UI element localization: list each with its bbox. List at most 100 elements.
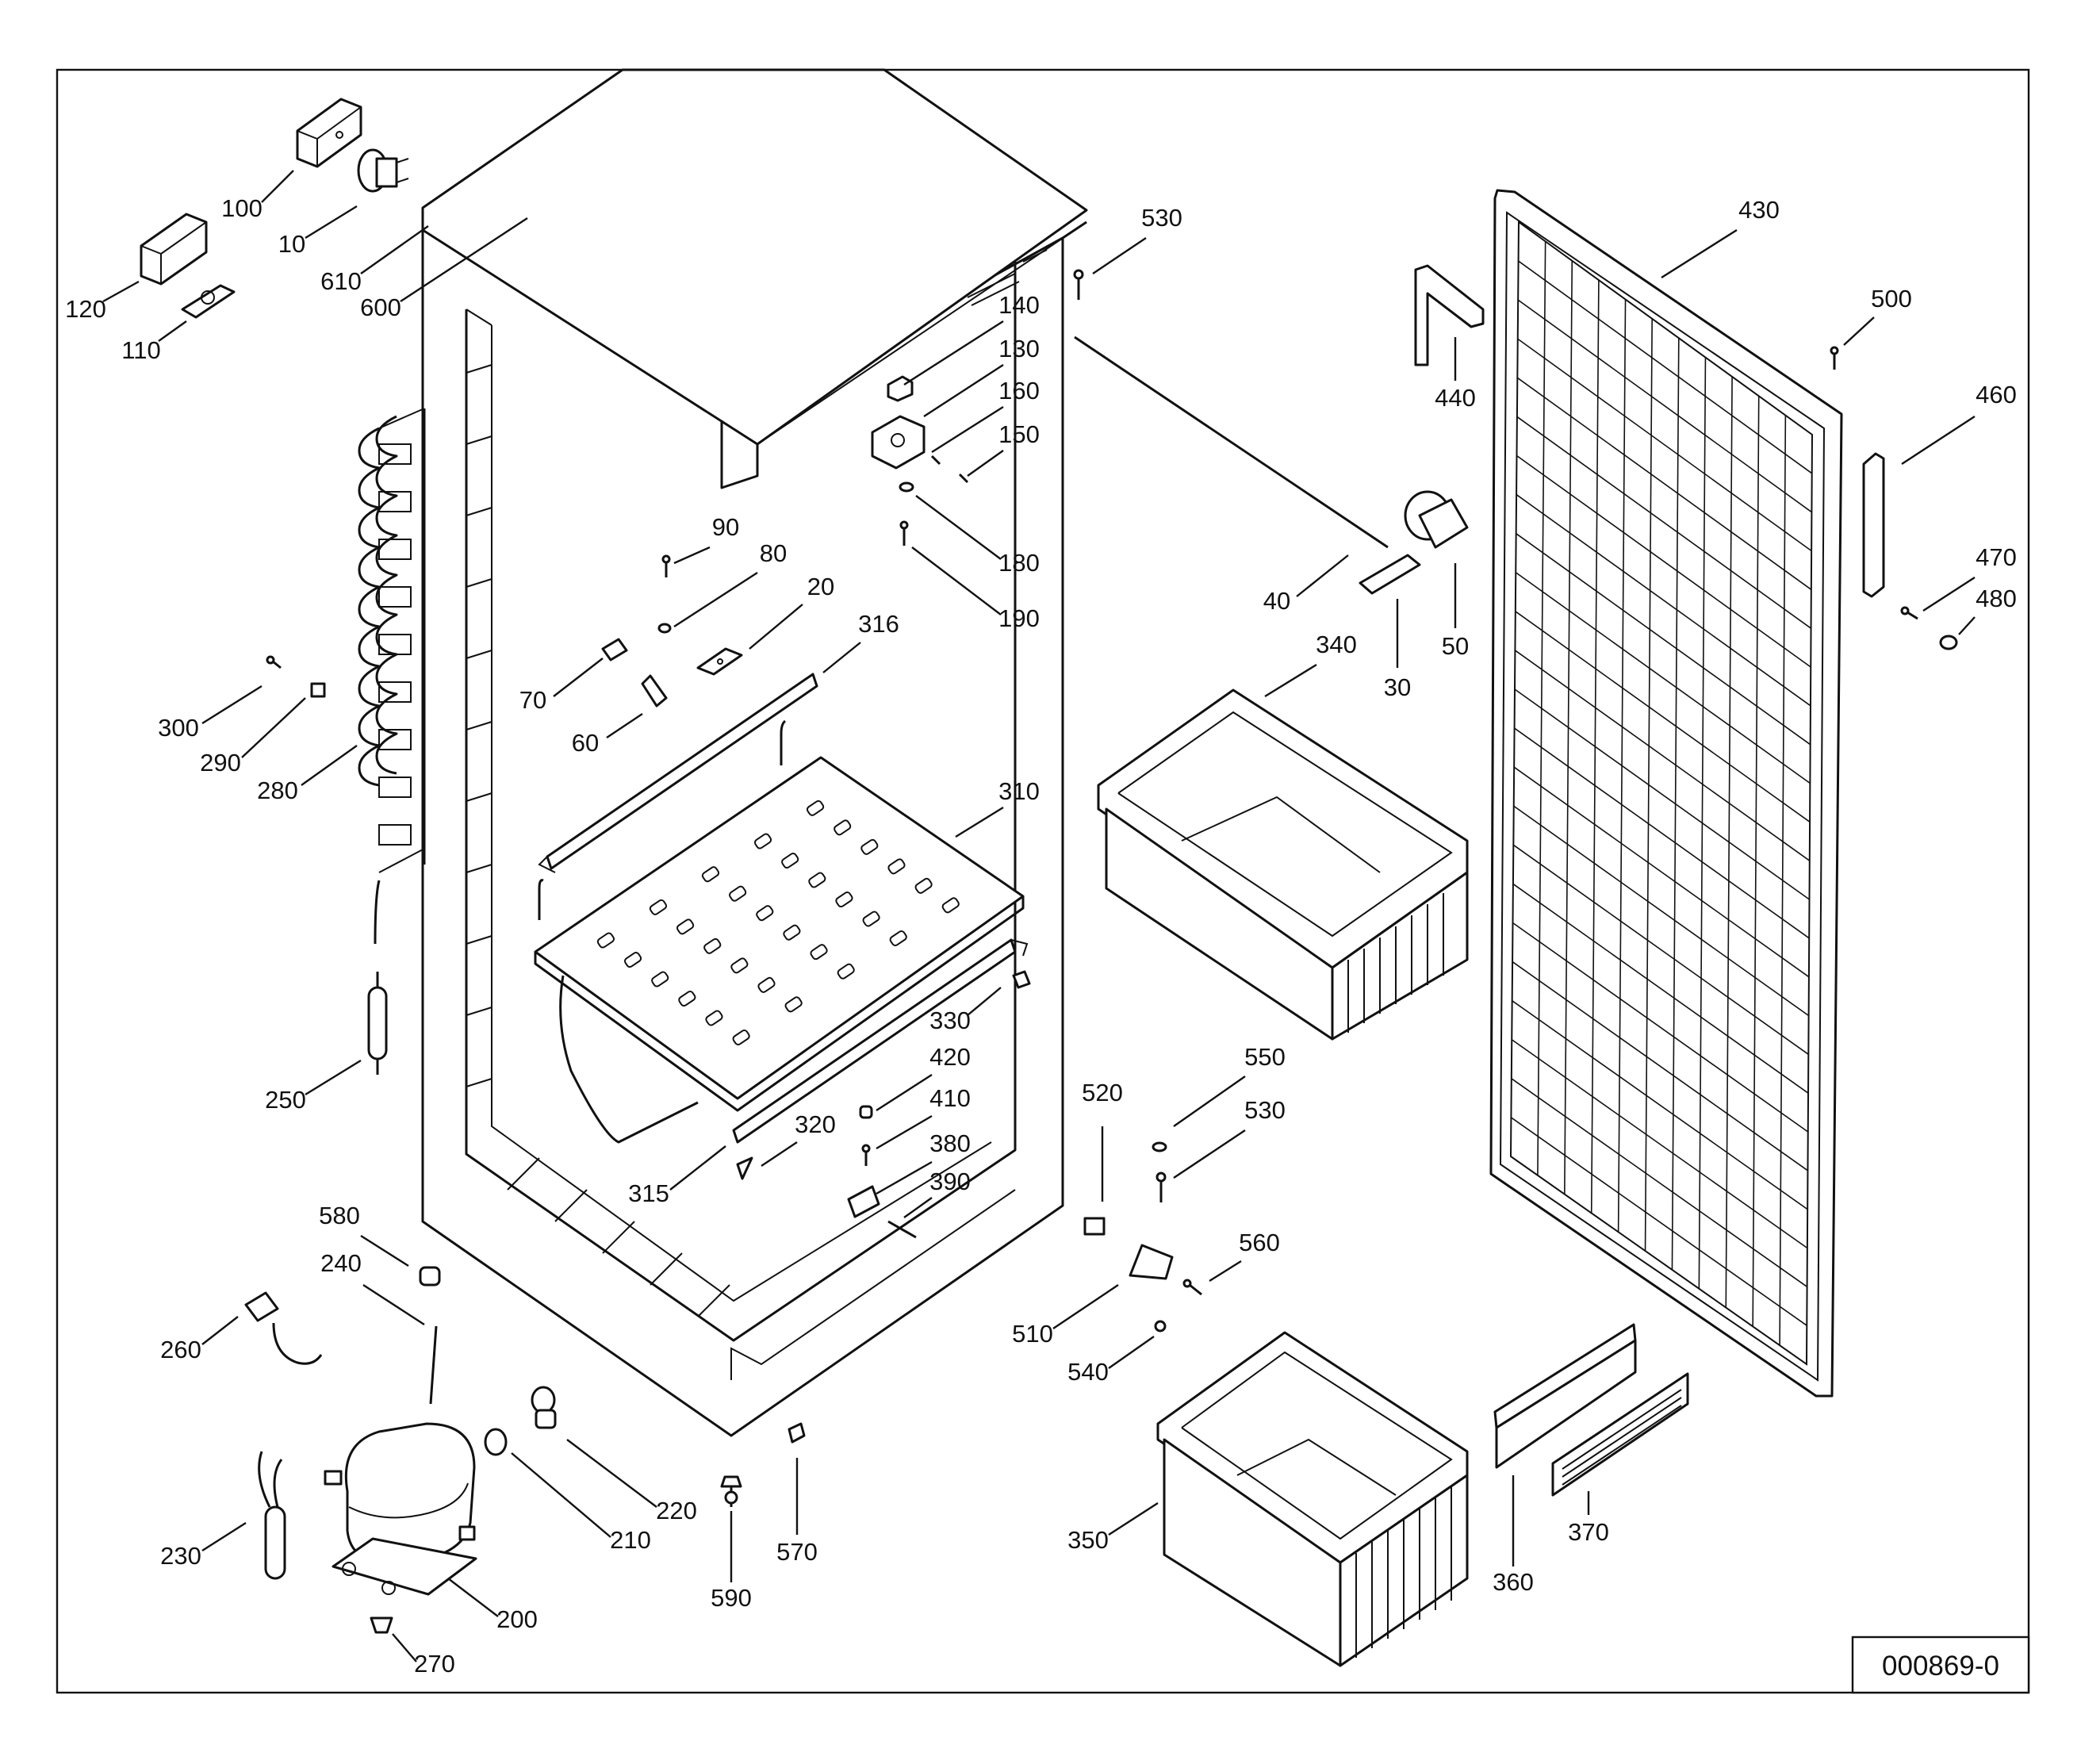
part-110 (181, 284, 236, 319)
callout-p250: 250 (265, 1086, 306, 1114)
callout-labels: 1020304050607080901001101201301401501601… (65, 194, 2017, 1678)
callout-p520: 520 (1082, 1079, 1123, 1106)
part-530-low (1155, 1172, 1167, 1202)
leader-p70 (553, 658, 604, 697)
callout-p610: 610 (320, 267, 362, 295)
top-cover (421, 68, 1088, 446)
part-270 (370, 1616, 393, 1634)
part-540 (1154, 1320, 1167, 1333)
callout-p420: 420 (929, 1043, 971, 1071)
leader-p290 (241, 697, 306, 758)
part-480 (1939, 635, 1958, 650)
part-370 (1551, 1372, 1689, 1497)
leader-p250 (305, 1059, 362, 1096)
leader-p420 (876, 1073, 933, 1112)
callout-p130: 130 (998, 335, 1040, 362)
drawing-frame (56, 68, 2030, 1694)
part-290 (310, 682, 326, 698)
callout-p40: 40 (1263, 587, 1290, 615)
part-180 (899, 481, 914, 493)
callout-p90: 90 (712, 513, 739, 541)
part-230 (258, 1451, 286, 1580)
callout-p270: 270 (414, 1650, 455, 1678)
callout-p200: 200 (496, 1605, 538, 1633)
leader-p550 (1173, 1076, 1246, 1127)
rail-316 (546, 673, 818, 870)
leader-p540 (1108, 1336, 1155, 1369)
part-580 (419, 1266, 441, 1287)
part-50 (1404, 490, 1469, 549)
leader-p310 (955, 806, 1004, 838)
leader-p150 (967, 450, 1004, 477)
leader-p270 (392, 1633, 417, 1662)
leader-p410 (876, 1114, 933, 1150)
leader-p40 (1296, 554, 1349, 597)
callout-p600: 600 (360, 293, 401, 321)
callout-p470: 470 (1976, 543, 2017, 571)
callout-p100: 100 (221, 194, 263, 222)
part-460 (1862, 452, 1885, 598)
drawer-340 (1097, 688, 1469, 1041)
callout-p540: 540 (1067, 1358, 1109, 1386)
part-320 (736, 1156, 753, 1180)
callout-p50: 50 (1442, 632, 1469, 660)
callout-p300: 300 (158, 714, 199, 742)
part-530-top (1073, 269, 1084, 300)
rail-315 (732, 938, 1017, 1144)
part-120 (140, 213, 208, 286)
leader-p280 (301, 745, 358, 786)
callout-p460: 460 (1976, 381, 2017, 408)
part-260 (244, 1291, 323, 1365)
leader-p560 (1209, 1260, 1242, 1283)
part-330 (1012, 970, 1031, 989)
callout-p260: 260 (160, 1336, 201, 1363)
part-130 (887, 375, 914, 402)
part-440 (1414, 264, 1485, 366)
callout-p580: 580 (319, 1202, 360, 1229)
condenser-coil (358, 408, 426, 945)
leader-p430 (1661, 228, 1738, 279)
callout-p500: 500 (1871, 285, 1912, 313)
callout-p190: 190 (998, 604, 1040, 632)
callout-p320: 320 (795, 1110, 836, 1138)
part-190 (899, 520, 909, 546)
part-80 (657, 623, 672, 634)
callout-p280: 280 (257, 777, 298, 804)
callout-leaders (102, 170, 1976, 1662)
callout-p590: 590 (711, 1584, 752, 1612)
leader-p500 (1843, 316, 1875, 346)
part-510 (1129, 1244, 1174, 1280)
part-520 (1083, 1217, 1106, 1236)
small-parts (140, 98, 1958, 1634)
drawing-code-box: 000869-0 (1851, 1636, 2030, 1694)
leader-p230 (201, 1521, 247, 1552)
leader-p315 (669, 1145, 726, 1191)
leader-p200 (447, 1578, 499, 1617)
callout-p180: 180 (998, 549, 1040, 577)
callout-p60: 60 (572, 729, 599, 757)
part-40 (1074, 336, 1389, 549)
callout-p340: 340 (1316, 631, 1357, 658)
shelf (534, 673, 1029, 1144)
callout-p570: 570 (776, 1538, 818, 1566)
callout-p110: 110 (121, 336, 160, 364)
part-420 (859, 1105, 873, 1119)
leader-p610 (360, 225, 429, 274)
leader-p10 (305, 205, 358, 240)
leader-p350 (1108, 1501, 1159, 1536)
callout-p290: 290 (200, 749, 241, 777)
leader-p530a (1092, 237, 1147, 274)
leader-p480 (1958, 616, 1976, 635)
leader-p130 (923, 363, 1004, 418)
leader-p140 (903, 320, 1004, 386)
leader-p530b (1173, 1129, 1246, 1179)
part-390 (887, 1220, 917, 1239)
callout-p315: 315 (628, 1179, 669, 1207)
leader-p580 (360, 1234, 409, 1267)
part-150 (930, 454, 969, 484)
leader-p160 (931, 405, 1004, 454)
part-250 (367, 972, 388, 1075)
part-240 (429, 1325, 438, 1405)
callout-p530b: 530 (1244, 1096, 1286, 1124)
part-570 (788, 1422, 806, 1444)
